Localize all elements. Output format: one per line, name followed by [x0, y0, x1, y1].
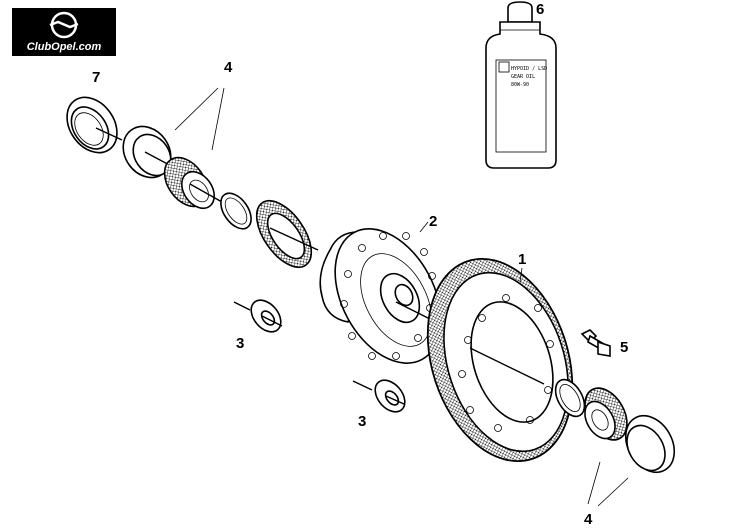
callout-5: 5 — [620, 339, 628, 356]
callout-4-top: 4 — [224, 59, 233, 76]
thrust-washer-b — [374, 379, 406, 413]
callout-4-bottom: 4 — [584, 511, 593, 528]
bearing-cup-bottom — [624, 414, 676, 474]
callout-3-b: 3 — [358, 413, 366, 430]
callout-7: 7 — [92, 69, 100, 86]
thrust-washer-a — [250, 299, 282, 333]
bottle-label-line: GEAR OIL — [511, 74, 535, 80]
sealant-bottle: HYPOID / LSD GEAR OIL 80W-90 — [485, 1, 557, 169]
bottle-label-line: 80W-90 — [511, 82, 529, 88]
bottle-label: HYPOID / LSD GEAR OIL 80W-90 — [511, 66, 547, 88]
callout-1: 1 — [518, 251, 526, 268]
logo-text: ClubOpel.com — [27, 41, 102, 53]
ring-gear-bolt — [580, 329, 611, 357]
shim-left — [220, 192, 252, 230]
shim-right — [554, 378, 586, 418]
clubopel-logo: ClubOpel.com — [12, 8, 116, 56]
callout-2: 2 — [429, 213, 437, 230]
differential-case — [319, 228, 442, 364]
callout-6: 6 — [536, 1, 544, 18]
oil-seal — [66, 96, 118, 154]
callout-3-a: 3 — [236, 335, 244, 352]
ring-gear — [426, 257, 574, 463]
bearing-cone-top — [163, 156, 216, 210]
bearing-cone-bottom — [584, 387, 628, 441]
bottle-label-line: HYPOID / LSD — [511, 66, 547, 72]
